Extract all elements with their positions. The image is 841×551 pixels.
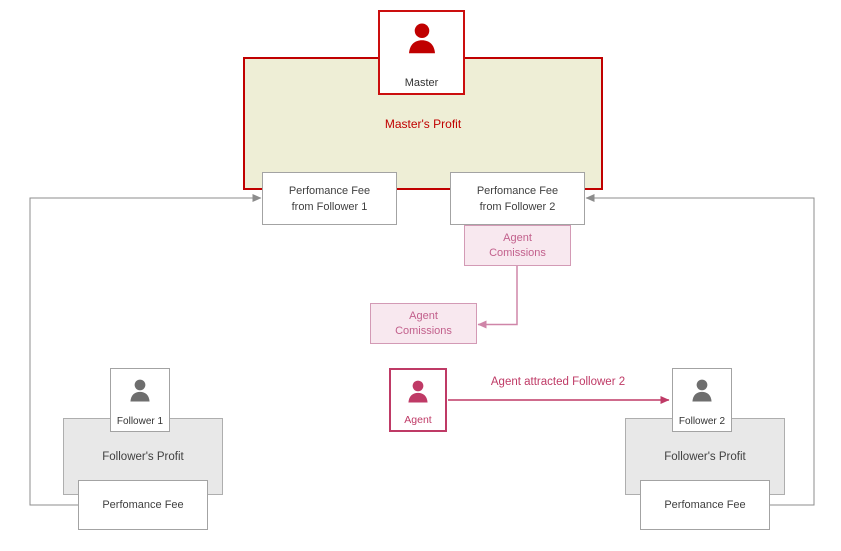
agent-person-icon	[404, 378, 432, 406]
agent-node: Agent	[389, 368, 447, 432]
follower2-profit-label: Follower's Profit	[664, 450, 746, 463]
master-label: Master	[404, 77, 439, 89]
follower1-profit-label: Follower's Profit	[102, 450, 184, 463]
follower2-node: Follower 2	[672, 368, 732, 432]
follower1-node: Follower 1	[110, 368, 170, 432]
follower2-fee-label: Perfomance Fee	[664, 499, 746, 511]
agent-commissions-target-box: Agent Comissions	[370, 303, 477, 344]
follower2-performance-fee-box: Perfomance Fee	[640, 480, 770, 530]
fee-f1-line2: from Follower 1	[291, 200, 368, 213]
performance-fee-from-follower1-box: Perfomance Fee from Follower 1	[262, 172, 397, 225]
agent-label: Agent	[404, 414, 432, 426]
agent-commissions-top-line2: Comissions	[489, 246, 546, 259]
connector-follower2-fee-to-master	[585, 194, 815, 506]
follower2-person-icon	[688, 377, 716, 405]
agent-commissions-mid-line2: Comissions	[395, 324, 452, 337]
follower1-performance-fee-box: Perfomance Fee	[78, 480, 208, 530]
follower1-label: Follower 1	[116, 416, 164, 427]
connector-agent-commissions	[477, 266, 518, 329]
follower1-fee-label: Perfomance Fee	[102, 499, 184, 511]
master-node: Master	[378, 10, 465, 95]
fee-f2-line1: Perfomance Fee	[476, 184, 559, 197]
follower2-label: Follower 2	[678, 416, 726, 427]
connector-follower1-fee-to-master	[29, 194, 262, 506]
follower1-person-icon	[126, 377, 154, 405]
agent-commissions-source-box: Agent Comissions	[464, 225, 571, 266]
agent-commissions-mid-line1: Agent	[409, 309, 438, 322]
agent-attracted-follower2-label: Agent attracted Follower 2	[490, 376, 626, 388]
performance-fee-from-follower2-box: Perfomance Fee from Follower 2	[450, 172, 585, 225]
master-profit-label: Master's Profit	[384, 116, 462, 131]
fee-f1-line1: Perfomance Fee	[288, 184, 371, 197]
master-person-icon	[403, 20, 441, 58]
fee-f2-line2: from Follower 2	[479, 200, 556, 213]
agent-commissions-top-line1: Agent	[503, 231, 532, 244]
